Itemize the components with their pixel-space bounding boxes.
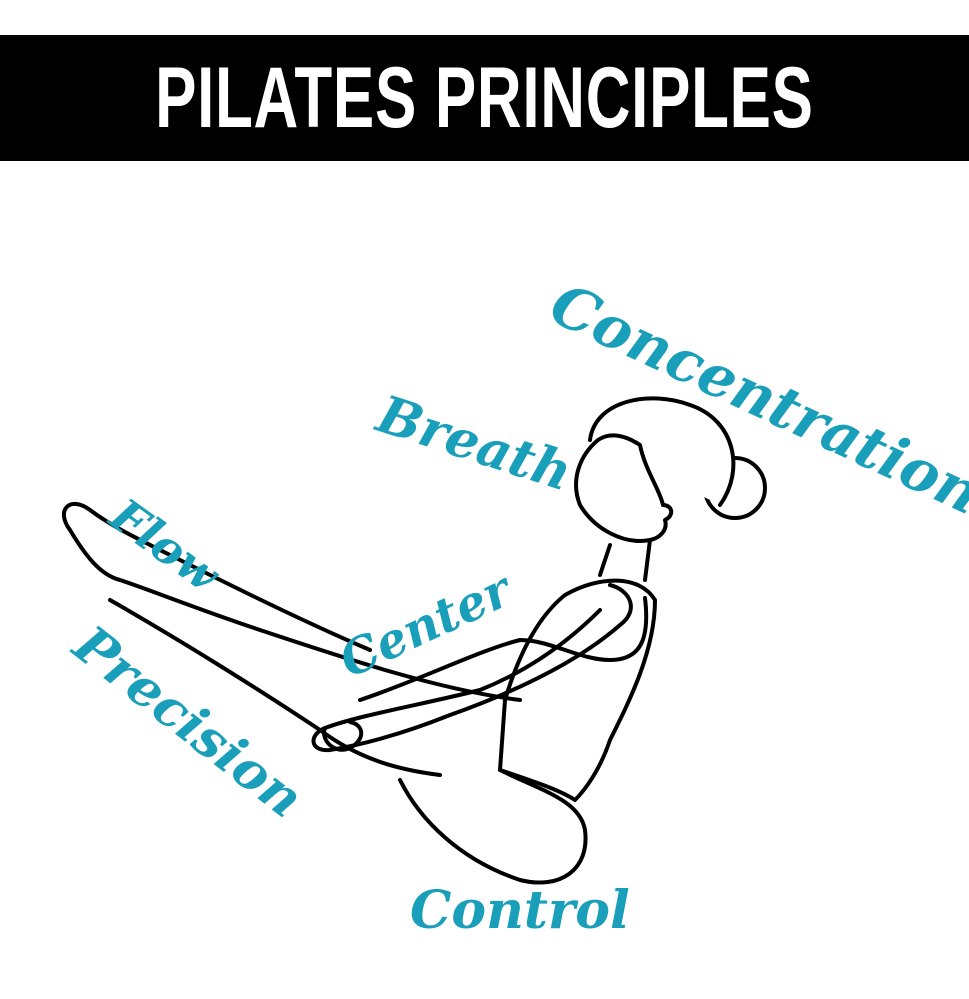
neck <box>598 538 652 582</box>
principle-control: Control <box>410 880 630 941</box>
legs <box>62 502 522 702</box>
lower-leg <box>108 598 442 777</box>
title-bar: PILATES PRINCIPLES <box>0 35 969 161</box>
hair <box>588 396 736 507</box>
thigh <box>398 768 588 885</box>
front-arm <box>311 583 633 753</box>
hands <box>322 720 364 752</box>
page-title: PILATES PRINCIPLES <box>155 49 814 146</box>
back-arm <box>358 596 649 702</box>
face <box>574 433 674 543</box>
